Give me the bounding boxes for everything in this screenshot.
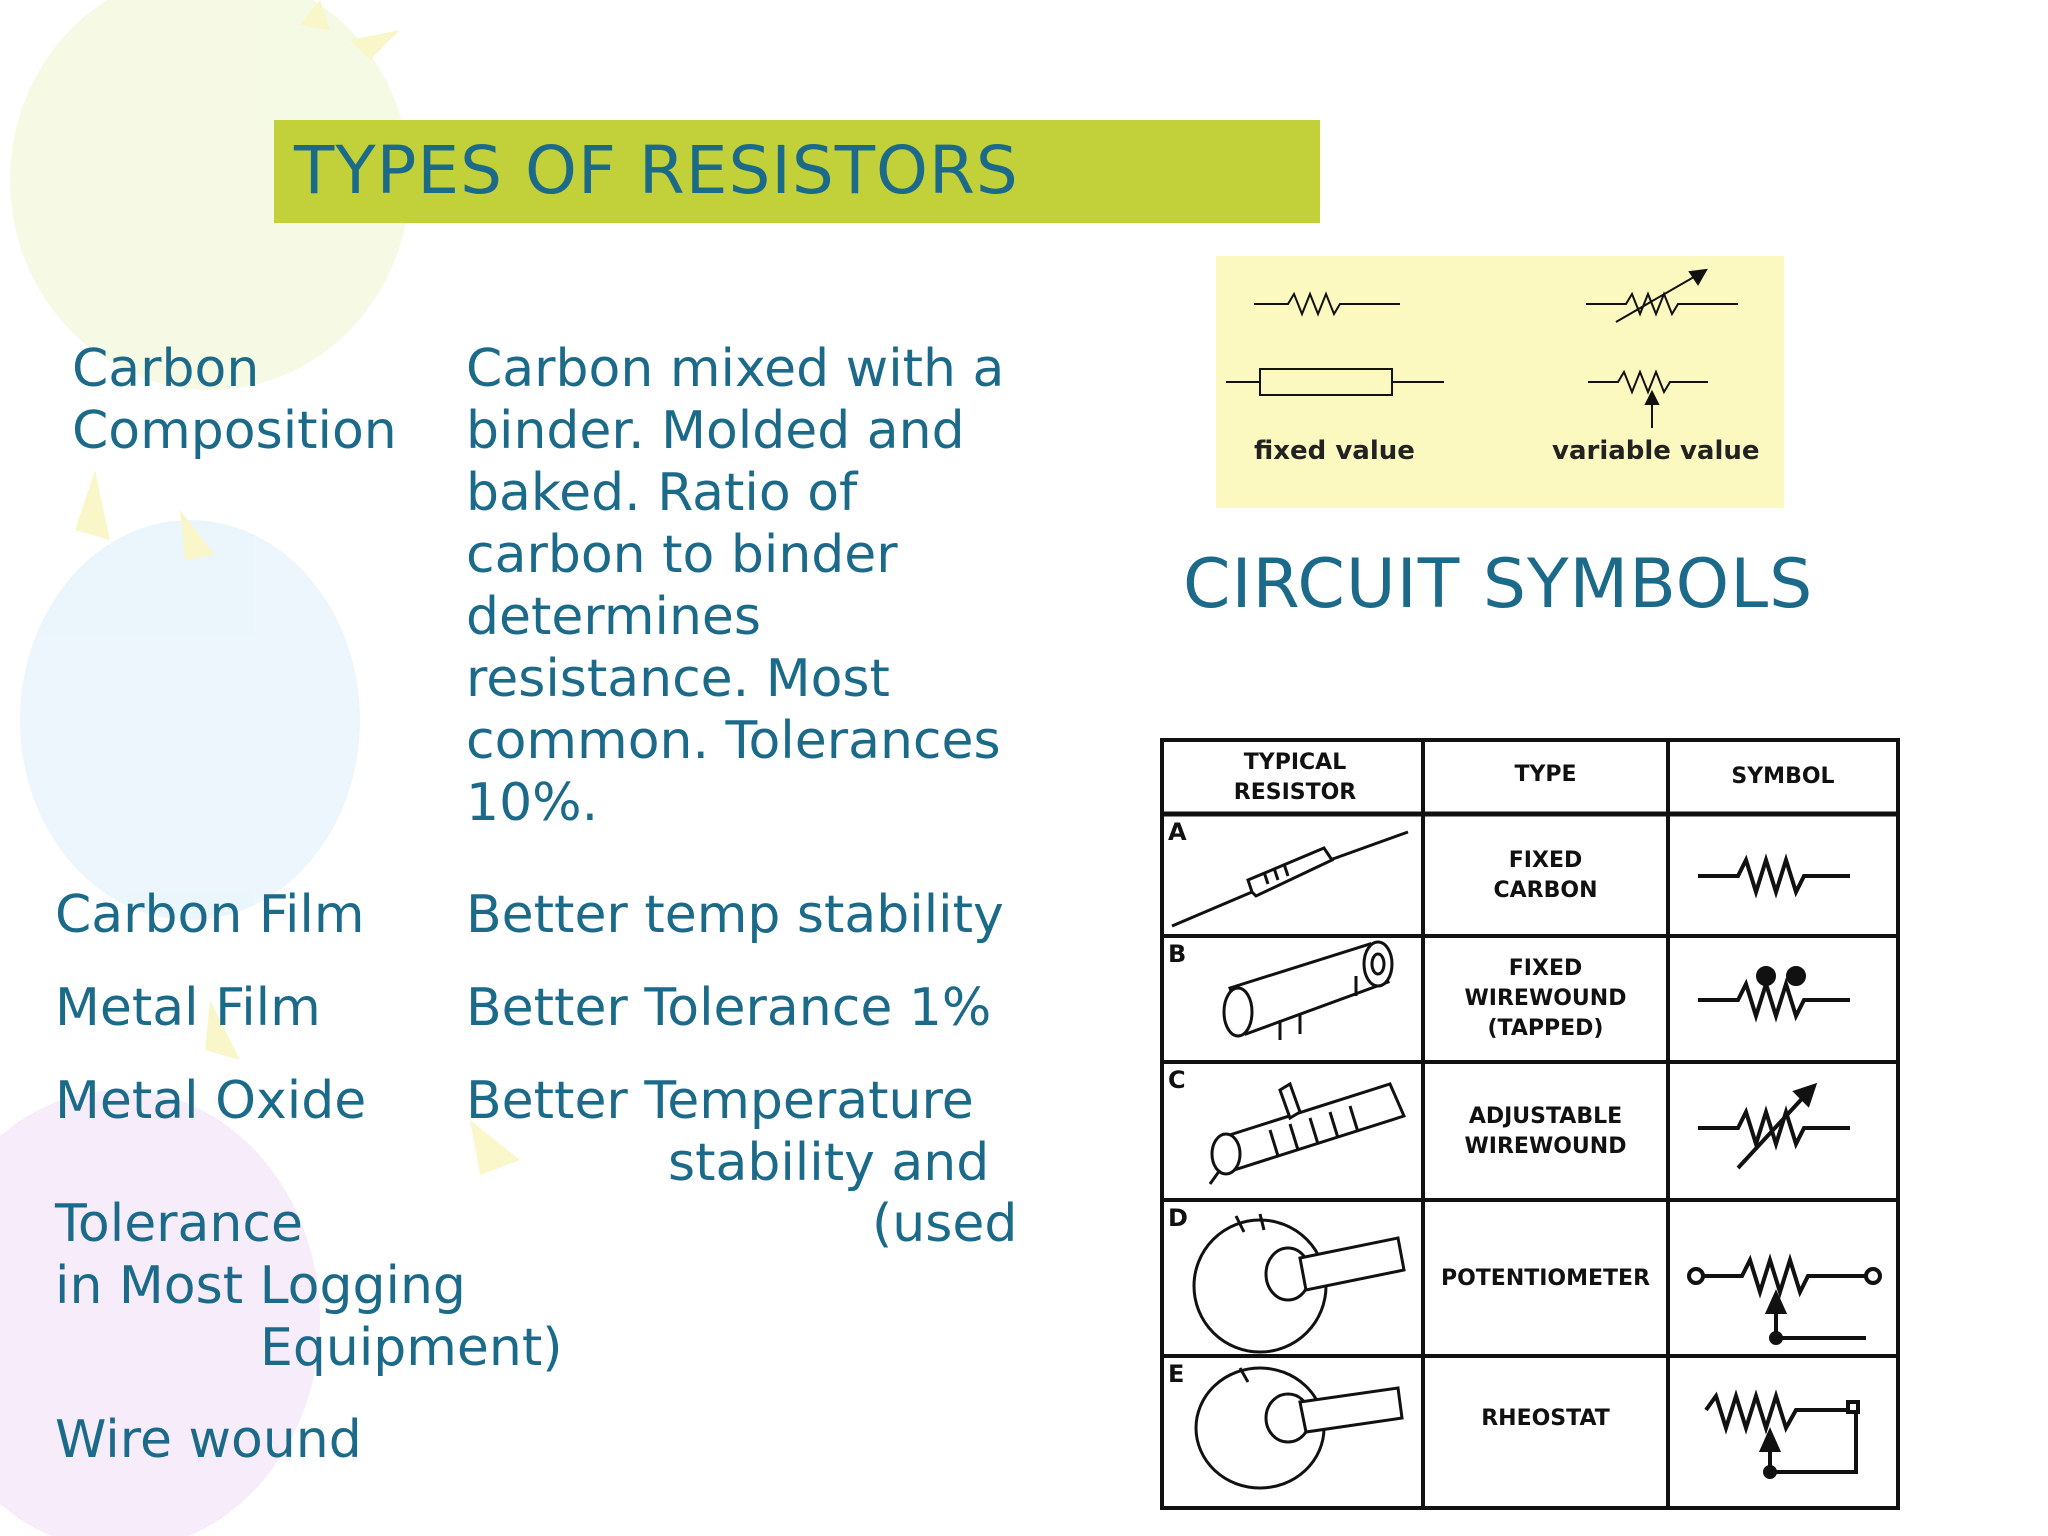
header-line: TYPICAL [1243,750,1347,775]
variable-value-caption: variable value [1552,436,1760,466]
row-letter-c: C [1168,1066,1186,1094]
desc-carbon-film: Better temp stability [466,885,1004,945]
label-line: Carbon [72,339,260,399]
symbols-box: fixed value variable value [1216,256,1784,508]
type-line: (TAPPED) [1487,1016,1604,1041]
desc-metal-film: Better Tolerance 1% [466,978,992,1038]
used-text: (used [872,1194,1018,1254]
title-bar [274,120,1320,223]
type-line: FIXED [1508,956,1583,981]
fixed-rectangle-body [1259,368,1393,396]
variable-zigzag-symbol [1586,291,1738,317]
page-title: TYPES OF RESISTORS [294,132,1019,209]
adjustable-wirewound-resistor-icon [1208,1081,1407,1185]
fixed-value-caption: fixed value [1254,436,1415,466]
resistor-table: TYPICAL RESISTOR TYPE SYMBOL A B C D E F… [1160,738,1900,1510]
row-letter-d: D [1168,1204,1188,1232]
zigzag-symbol-a [1698,853,1850,899]
rheostat-symbol [1704,1389,1860,1479]
header-typical-resistor: TYPICAL RESISTOR [1180,748,1410,808]
equipment-text: Equipment) [260,1318,563,1378]
desc-carbon-composition: Carbon mixed with a binder. Molded and b… [466,339,1005,833]
label-carbon-composition: Carbon Composition [72,338,397,462]
type-line: WIREWOUND [1464,986,1627,1011]
potentiometer-icon [1192,1213,1406,1354]
type-line: CARBON [1493,878,1598,903]
variable-arrow [1615,269,1707,323]
type-fixed-carbon: FIXED CARBON [1423,846,1668,906]
label-line: Composition [72,401,397,461]
header-line: RESISTOR [1233,780,1357,805]
fixed-carbon-resistor-icon [1171,830,1409,928]
type-line: ADJUSTABLE [1468,1104,1623,1129]
adjustable-zigzag-symbol [1698,1082,1850,1170]
fixed-zigzag-symbol [1254,291,1400,317]
label-carbon-film: Carbon Film [55,885,365,945]
row-letter-b: B [1168,940,1187,968]
type-line: FIXED [1508,848,1583,873]
resistor-symbols-diagram [1226,268,1738,428]
row-letter-a: A [1168,818,1187,846]
label-metal-film: Metal Film [55,978,321,1038]
type-potentiometer: POTENTIOMETER [1440,1266,1651,1291]
circuit-symbols-heading: CIRCUIT SYMBOLS [1183,545,1814,624]
tapped-wirewound-resistor-icon [1222,940,1394,1040]
logging-text: in Most Logging [55,1256,466,1316]
label-wire-wound: Wire wound [55,1410,362,1470]
table-grid [1160,738,1900,1510]
header-symbol: SYMBOL [1731,764,1835,789]
type-adjustable-wirewound: ADJUSTABLE WIREWOUND [1423,1102,1668,1162]
type-fixed-wirewound: FIXED WIREWOUND (TAPPED) [1423,954,1668,1044]
desc-metal-oxide-line1: Better Temperature [466,1071,974,1131]
type-rheostat: RHEOSTAT [1481,1406,1610,1431]
row-letter-e: E [1168,1360,1185,1388]
header-type: TYPE [1514,762,1577,787]
desc-metal-oxide-line2: stability and [668,1133,990,1193]
variable-wiper-symbol [1588,369,1708,395]
type-line: WIREWOUND [1464,1134,1627,1159]
tapped-zigzag-symbol [1698,966,1850,1023]
potentiometer-symbol [1687,1253,1882,1345]
tolerance-text: Tolerance [55,1194,303,1254]
rheostat-icon [1194,1366,1404,1490]
label-metal-oxide: Metal Oxide [55,1071,367,1131]
